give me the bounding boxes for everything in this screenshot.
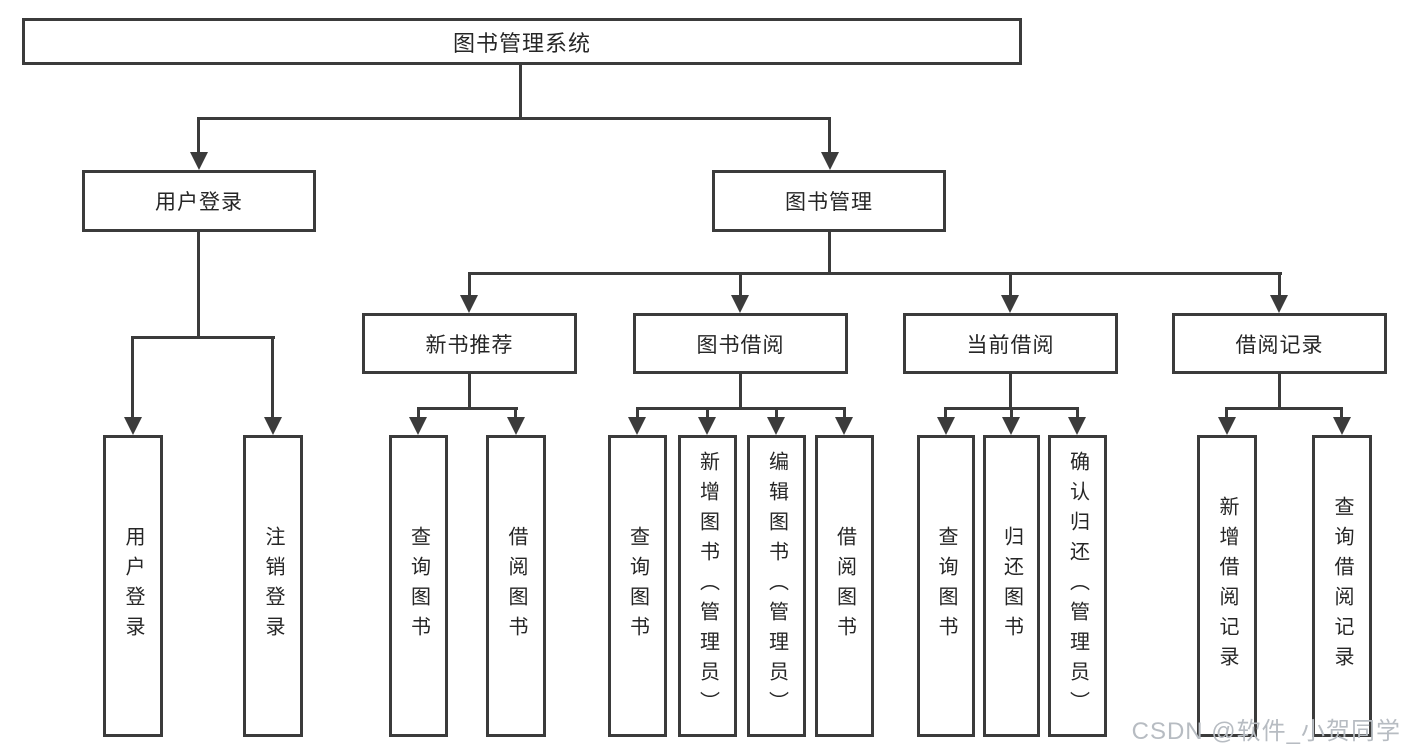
leaf-confirm-return-admin: 确认归还（管理员） (1048, 435, 1107, 737)
arrow-down-icon (731, 295, 749, 313)
leaf-query-books-current-label: 查询图书 (935, 526, 957, 646)
connector-line (417, 407, 518, 410)
connector-line (843, 407, 846, 419)
leaf-borrow-books-recommend-label: 借阅图书 (505, 526, 527, 646)
connector-line (468, 272, 471, 298)
node-user-login-label: 用户登录 (155, 191, 243, 214)
leaf-query-books-recommend-label: 查询图书 (407, 526, 430, 646)
arrow-down-icon (767, 417, 785, 435)
connector-line (828, 232, 831, 272)
leaf-user-login: 用户登录 (103, 435, 163, 737)
connector-line (1076, 407, 1079, 419)
leaf-confirm-return-admin-label: 确认归还（管理员） (1066, 451, 1089, 721)
node-new-book-recommend: 新书推荐 (362, 313, 577, 374)
watermark: CSDN @软件_小贺同学 (1131, 718, 1401, 745)
leaf-add-borrow-record: 新增借阅记录 (1197, 435, 1257, 737)
leaf-borrow-books-label: 借阅图书 (833, 526, 856, 646)
leaf-logout: 注销登录 (243, 435, 303, 737)
arrow-down-icon (264, 417, 282, 435)
node-book-borrow: 图书借阅 (633, 313, 848, 374)
node-borrow-records: 借阅记录 (1172, 313, 1387, 374)
connector-line (739, 272, 742, 298)
connector-line (519, 65, 522, 117)
arrow-down-icon (1218, 417, 1236, 435)
arrow-down-icon (1270, 295, 1288, 313)
leaf-query-books-current: 查询图书 (917, 435, 975, 737)
node-book-management-label: 图书管理 (785, 191, 873, 214)
node-user-login: 用户登录 (82, 170, 316, 232)
arrow-down-icon (460, 295, 478, 313)
node-current-borrow-label: 当前借阅 (966, 333, 1055, 357)
connector-line (197, 117, 200, 154)
connector-line (1278, 374, 1281, 407)
leaf-query-books-borrow: 查询图书 (608, 435, 667, 737)
connector-line (828, 117, 831, 154)
leaf-add-borrow-record-label: 新增借阅记录 (1216, 496, 1238, 676)
connector-line (1225, 407, 1228, 419)
arrow-down-icon (1001, 295, 1019, 313)
connector-line (1010, 407, 1013, 419)
connector-line (944, 407, 947, 419)
arrow-down-icon (1333, 417, 1351, 435)
leaf-add-book-admin: 新增图书（管理员） (678, 435, 737, 737)
connector-line (1009, 272, 1012, 298)
connector-line (1340, 407, 1343, 419)
connector-line (775, 407, 778, 419)
leaf-borrow-books: 借阅图书 (815, 435, 874, 737)
leaf-logout-label: 注销登录 (262, 526, 284, 646)
connector-line (706, 407, 709, 419)
connector-line (514, 407, 517, 419)
connector-line (739, 374, 742, 407)
connector-line (1225, 407, 1343, 410)
connector-line (131, 336, 275, 339)
connector-line (1278, 272, 1281, 298)
node-root-label: 图书管理系统 (452, 30, 591, 56)
connector-line (636, 407, 639, 419)
arrow-down-icon (124, 417, 142, 435)
leaf-return-book: 归还图书 (983, 435, 1040, 737)
arrow-down-icon (507, 417, 525, 435)
connector-line (197, 117, 831, 120)
arrow-down-icon (835, 417, 853, 435)
arrow-down-icon (937, 417, 955, 435)
node-current-borrow: 当前借阅 (903, 313, 1118, 374)
leaf-add-book-admin-label: 新增图书（管理员） (696, 451, 719, 721)
leaf-edit-book-admin: 编辑图书（管理员） (747, 435, 806, 737)
arrow-down-icon (821, 152, 839, 170)
node-new-book-recommend-label: 新书推荐 (425, 333, 514, 357)
arrow-down-icon (1068, 417, 1086, 435)
arrow-down-icon (698, 417, 716, 435)
connector-line (271, 336, 274, 419)
connector-line (417, 407, 420, 419)
connector-line (1009, 374, 1012, 407)
leaf-query-books-borrow-label: 查询图书 (626, 526, 649, 646)
connector-line (636, 407, 846, 410)
connector-line (131, 336, 134, 419)
arrow-down-icon (409, 417, 427, 435)
node-book-management: 图书管理 (712, 170, 946, 232)
leaf-query-books-recommend: 查询图书 (389, 435, 448, 737)
leaf-query-borrow-record: 查询借阅记录 (1312, 435, 1372, 737)
connector-line (197, 232, 200, 336)
leaf-query-borrow-record-label: 查询借阅记录 (1331, 496, 1353, 676)
leaf-edit-book-admin-label: 编辑图书（管理员） (765, 451, 788, 721)
arrow-down-icon (190, 152, 208, 170)
node-root: 图书管理系统 (22, 18, 1022, 65)
leaf-return-book-label: 归还图书 (1000, 526, 1023, 646)
leaf-user-login-label: 用户登录 (122, 526, 144, 646)
connector-line (468, 272, 1282, 275)
node-book-borrow-label: 图书借阅 (696, 333, 785, 357)
node-borrow-records-label: 借阅记录 (1235, 333, 1324, 357)
arrow-down-icon (1002, 417, 1020, 435)
leaf-borrow-books-recommend: 借阅图书 (486, 435, 546, 737)
connector-line (468, 374, 471, 407)
arrow-down-icon (628, 417, 646, 435)
